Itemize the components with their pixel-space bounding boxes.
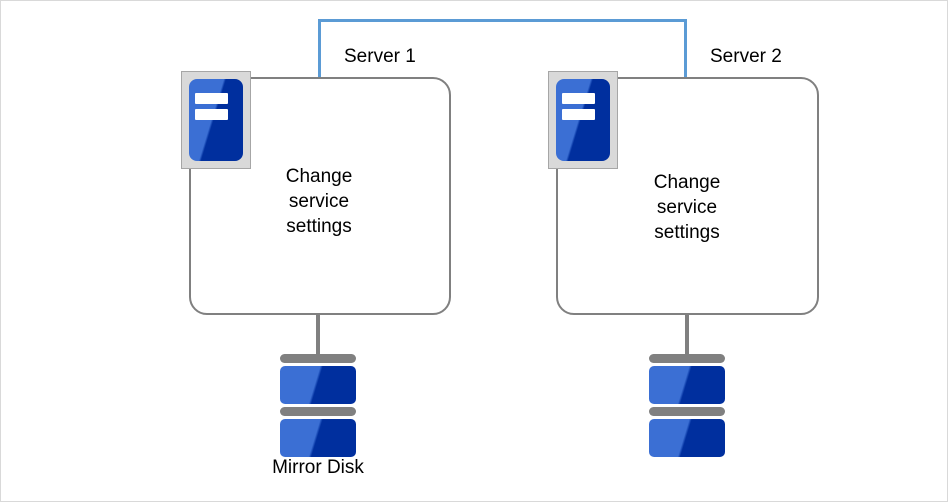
server-icon-bar-bottom xyxy=(561,109,596,120)
mirror-disk-1-icon[interactable] xyxy=(280,354,356,457)
disk-body-upper xyxy=(280,366,356,404)
server-2-disk-connector xyxy=(685,314,689,358)
disk-plate-top xyxy=(280,354,356,363)
server-2-body-text: Change service settings xyxy=(653,172,721,243)
server-icon-bar-top xyxy=(561,92,596,104)
disk-body-upper xyxy=(649,366,725,404)
disk-plate-middle xyxy=(280,407,356,416)
mirror-disk-2-icon[interactable] xyxy=(649,354,725,457)
server-icon-bar-top xyxy=(194,92,229,104)
disk-plate-top xyxy=(649,354,725,363)
server-interconnect-link xyxy=(318,19,687,77)
server-1-disk-connector xyxy=(316,314,320,358)
server-icon-bar-bottom xyxy=(194,109,229,120)
disk-body-lower xyxy=(280,419,356,457)
server-1-body-text: Change service settings xyxy=(285,166,353,237)
server-icon xyxy=(548,71,618,169)
server-1-label: Server 1 xyxy=(344,46,416,67)
mirror-disk-label: Mirror Disk xyxy=(272,457,364,478)
server-icon xyxy=(181,71,251,169)
disk-plate-middle xyxy=(649,407,725,416)
disk-body-lower xyxy=(649,419,725,457)
server-icon-body xyxy=(556,79,610,161)
server-2-label: Server 2 xyxy=(710,46,782,67)
server-icon-body xyxy=(189,79,243,161)
